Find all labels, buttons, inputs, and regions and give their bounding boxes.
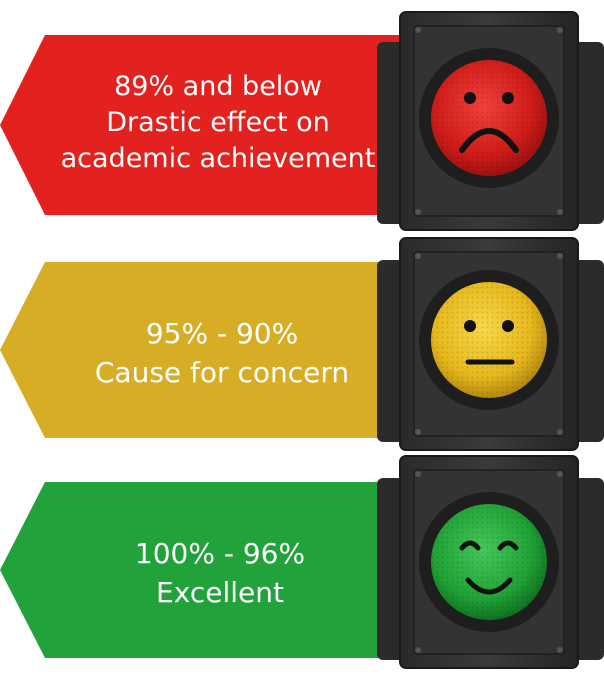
screw-icon: [415, 647, 421, 653]
banner-red: [0, 35, 410, 215]
level-range-red: 89% and below: [114, 71, 322, 102]
level-description-green: Excellent: [156, 576, 284, 609]
level-row-red: 89% and below Drastic effect on academic…: [0, 11, 604, 231]
lamp-texture: [431, 504, 547, 620]
screw-icon: [557, 253, 563, 259]
happy-face-icon: [459, 540, 519, 595]
level-description-yellow: Cause for concern: [95, 356, 349, 389]
lamp-texture: [431, 282, 547, 398]
screw-icon: [415, 209, 421, 215]
level-row-green: 100% - 96% Excellent: [0, 455, 604, 669]
screw-icon: [415, 429, 421, 435]
screw-icon: [557, 471, 563, 477]
banner-green: [0, 482, 410, 658]
sad-face-icon: [459, 92, 519, 153]
level-row-yellow: 95% - 90% Cause for concern: [0, 237, 604, 451]
screw-icon: [415, 27, 421, 33]
neutral-face-icon: [464, 320, 515, 365]
screw-icon: [415, 471, 421, 477]
level-range-green: 100% - 96%: [135, 537, 305, 570]
screw-icon: [557, 209, 563, 215]
level-description-red: Drastic effect on: [106, 107, 330, 138]
screw-icon: [415, 253, 421, 259]
level-description-red-2: academic achievement: [61, 143, 376, 174]
level-range-yellow: 95% - 90%: [146, 317, 298, 350]
screw-icon: [557, 647, 563, 653]
banner-yellow: [0, 262, 410, 438]
screw-icon: [557, 27, 563, 33]
lamp-texture: [431, 60, 547, 176]
screw-icon: [557, 429, 563, 435]
